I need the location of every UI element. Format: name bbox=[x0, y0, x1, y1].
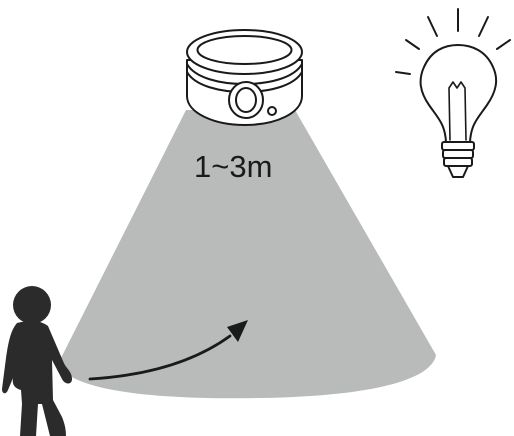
detection-range-label: 1~3m bbox=[194, 149, 272, 184]
light-rays bbox=[395, 8, 511, 75]
bulb-glass bbox=[419, 44, 498, 143]
sensor-top bbox=[186, 29, 303, 75]
detection-cone-area bbox=[58, 110, 436, 399]
light-bulb-icon bbox=[395, 8, 511, 178]
ceiling-pir-motion-sensor-icon bbox=[186, 29, 303, 126]
person-body bbox=[2, 321, 72, 436]
person-head bbox=[13, 286, 51, 324]
bulb-filament bbox=[448, 81, 467, 141]
motion-arrow-icon bbox=[88, 320, 248, 381]
motion-arrowhead bbox=[227, 320, 248, 342]
walking-person-icon bbox=[2, 286, 72, 436]
sensor-indicator-led bbox=[267, 106, 277, 116]
detection-cone bbox=[58, 110, 436, 399]
motion-arrow-path bbox=[88, 334, 232, 381]
sensor-lens-inner bbox=[235, 87, 257, 113]
sensor-top-inner bbox=[196, 35, 293, 65]
bulb-base bbox=[441, 141, 475, 178]
